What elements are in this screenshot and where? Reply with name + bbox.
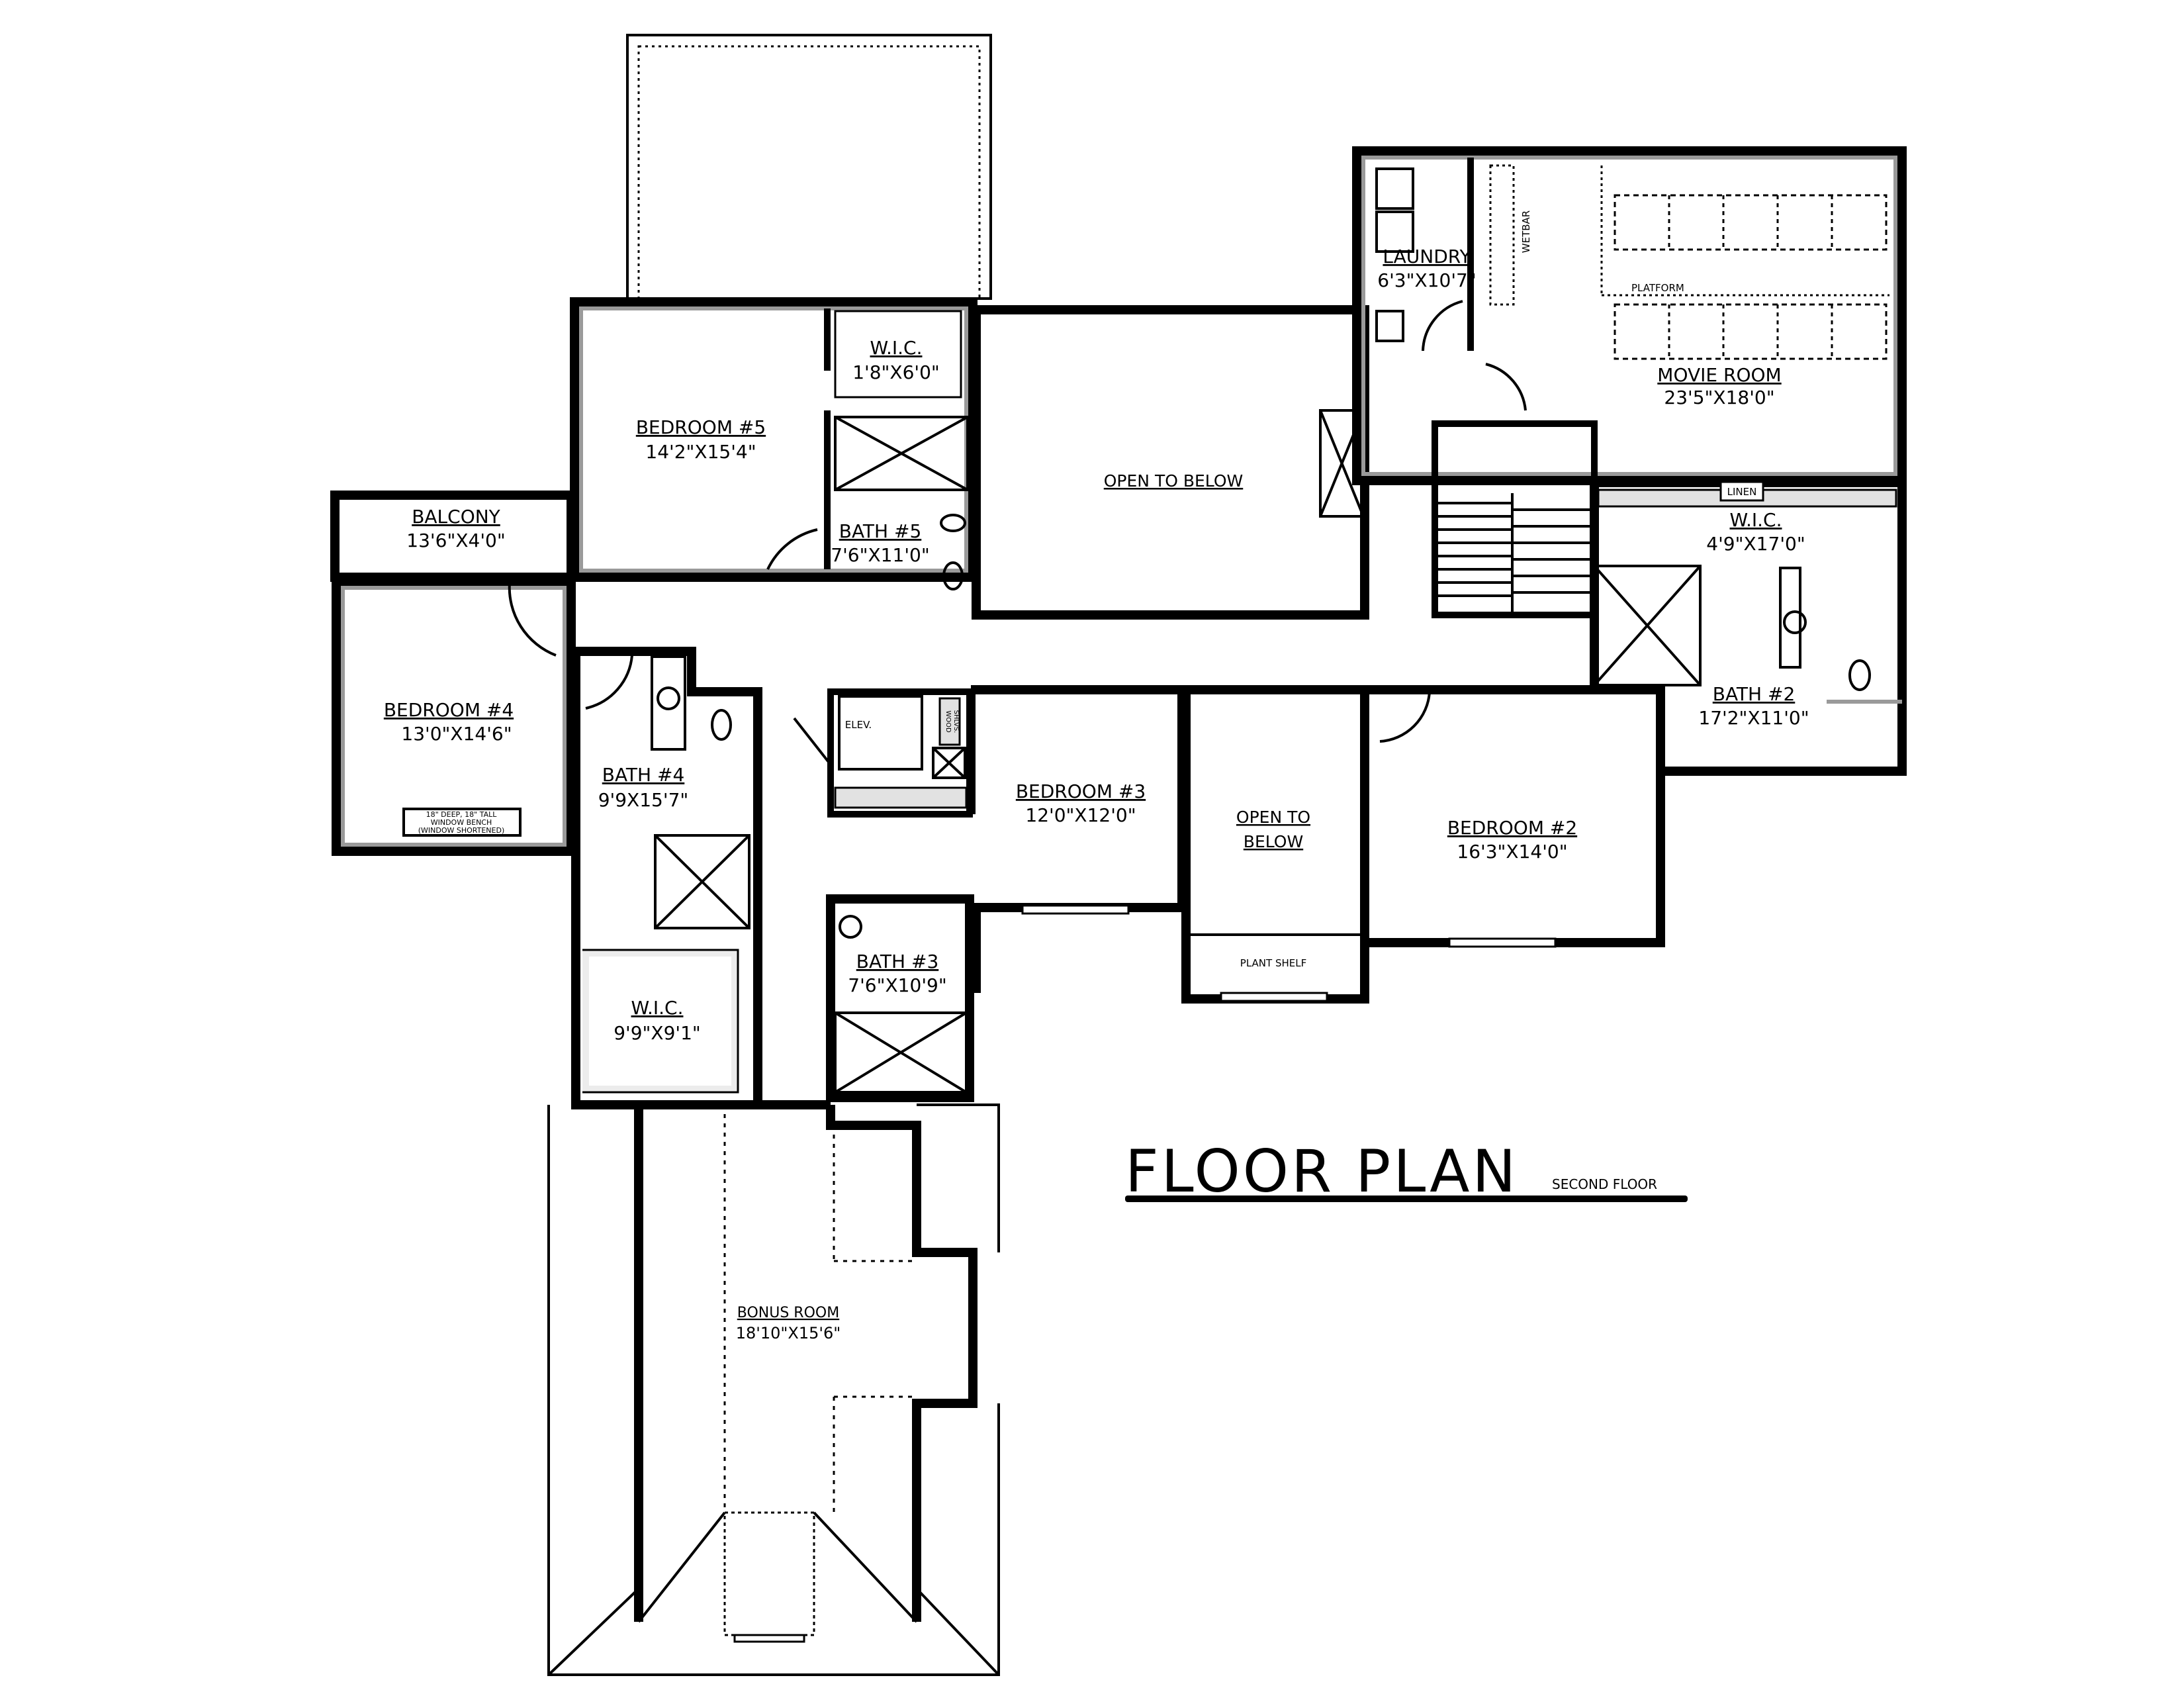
elevator-label: ELEV. xyxy=(845,719,872,731)
bath-4-wic-walls xyxy=(571,647,762,1109)
movie-laundry-walls xyxy=(1352,146,1907,485)
balcony-label: BALCONY xyxy=(412,506,500,528)
bonus-room-walls xyxy=(547,1100,1000,1676)
theater-seats-row-1 xyxy=(1614,194,1888,251)
bedroom-3-dims: 12'0"X12'0" xyxy=(1025,804,1136,826)
bath-2-dims: 17'2"X11'0" xyxy=(1698,707,1809,729)
movie-room-label: MOVIE ROOM xyxy=(1657,364,1781,386)
bedroom-5-label: BEDROOM #5 xyxy=(636,416,766,438)
window-bench-note-3: (WINDOW SHORTENED) xyxy=(418,826,505,835)
bedroom-4-dims: 13'0"X14'6" xyxy=(401,723,512,745)
linen-closet xyxy=(1719,481,1764,502)
wood-shelves-label-2: SHLVS. xyxy=(952,710,960,733)
bath-3-label: BATH #3 xyxy=(856,951,939,972)
window-bench-note-2: WINDOW BENCH xyxy=(431,818,492,827)
bonus-room-label: BONUS ROOM xyxy=(737,1305,839,1321)
staircase xyxy=(1432,420,1598,618)
open-to-below-middle-walls xyxy=(1181,685,1369,1004)
wic-4-dims: 9'9"X9'1" xyxy=(614,1022,701,1044)
open-to-below-top-walls xyxy=(972,305,1369,620)
theater-seats-row-2 xyxy=(1614,303,1888,360)
bedroom-4-label: BEDROOM #4 xyxy=(384,699,514,721)
bath-4-label: BATH #4 xyxy=(602,764,685,786)
bath-4-dims: 9'9X15'7" xyxy=(598,789,689,811)
bedroom-2-walls xyxy=(1365,685,1665,948)
bedroom-5-walls xyxy=(570,297,978,590)
plan-subtitle: SECOND FLOOR xyxy=(1552,1176,1657,1192)
bedroom-2-dims: 16'3"X14'0" xyxy=(1457,841,1567,863)
wic-4-label: W.I.C. xyxy=(631,997,684,1019)
bedroom-3-walls xyxy=(966,685,1187,993)
wood-shelves-label-1: WOOD xyxy=(944,710,952,733)
upper-deck-outline xyxy=(626,34,992,300)
wic-2-label: W.I.C. xyxy=(1730,509,1782,531)
bedroom-5-dims: 14'2"X15'4" xyxy=(645,441,756,463)
plant-shelf-label: PLANT SHELF xyxy=(1240,957,1306,969)
wetbar-label: WETBAR xyxy=(1520,211,1532,253)
open-to-below-top-label: OPEN TO BELOW xyxy=(1104,471,1243,491)
bath-5-label: BATH #5 xyxy=(839,520,922,542)
laundry-label: LAUNDRY xyxy=(1383,246,1471,267)
bath-3-dims: 7'6"X10'9" xyxy=(848,974,946,996)
movie-room-dims: 23'5"X18'0" xyxy=(1664,387,1774,408)
laundry-dims: 6'3"X10'7" xyxy=(1377,269,1476,291)
elevator-block xyxy=(793,688,973,818)
linen-label: LINEN xyxy=(1727,486,1757,498)
bedroom-2-label: BEDROOM #2 xyxy=(1447,817,1577,839)
bath-5-dims: 7'6"X11'0" xyxy=(831,544,929,566)
open-to-below-middle-label-line1: OPEN TO xyxy=(1236,808,1310,827)
bath-3-walls xyxy=(826,894,974,1102)
title-underline xyxy=(1125,1196,1688,1202)
bedroom-3-label: BEDROOM #3 xyxy=(1016,780,1146,802)
bonus-room-dims: 18'10"X15'6" xyxy=(736,1324,841,1342)
window-bench-note-1: 18" DEEP, 18" TALL xyxy=(426,810,498,819)
open-to-below-middle-label-line2: BELOW xyxy=(1244,832,1303,851)
wic-5-label: W.I.C. xyxy=(870,337,923,359)
plan-title: FLOOR PLAN xyxy=(1125,1137,1518,1205)
platform-label: PLATFORM xyxy=(1631,282,1684,294)
bath-2-label: BATH #2 xyxy=(1713,683,1796,705)
balcony-dims: 13'6"X4'0" xyxy=(406,530,505,551)
wic-5-dims: 1'8"X6'0" xyxy=(852,361,940,383)
wic-2-dims: 4'9"X17'0" xyxy=(1706,533,1805,555)
